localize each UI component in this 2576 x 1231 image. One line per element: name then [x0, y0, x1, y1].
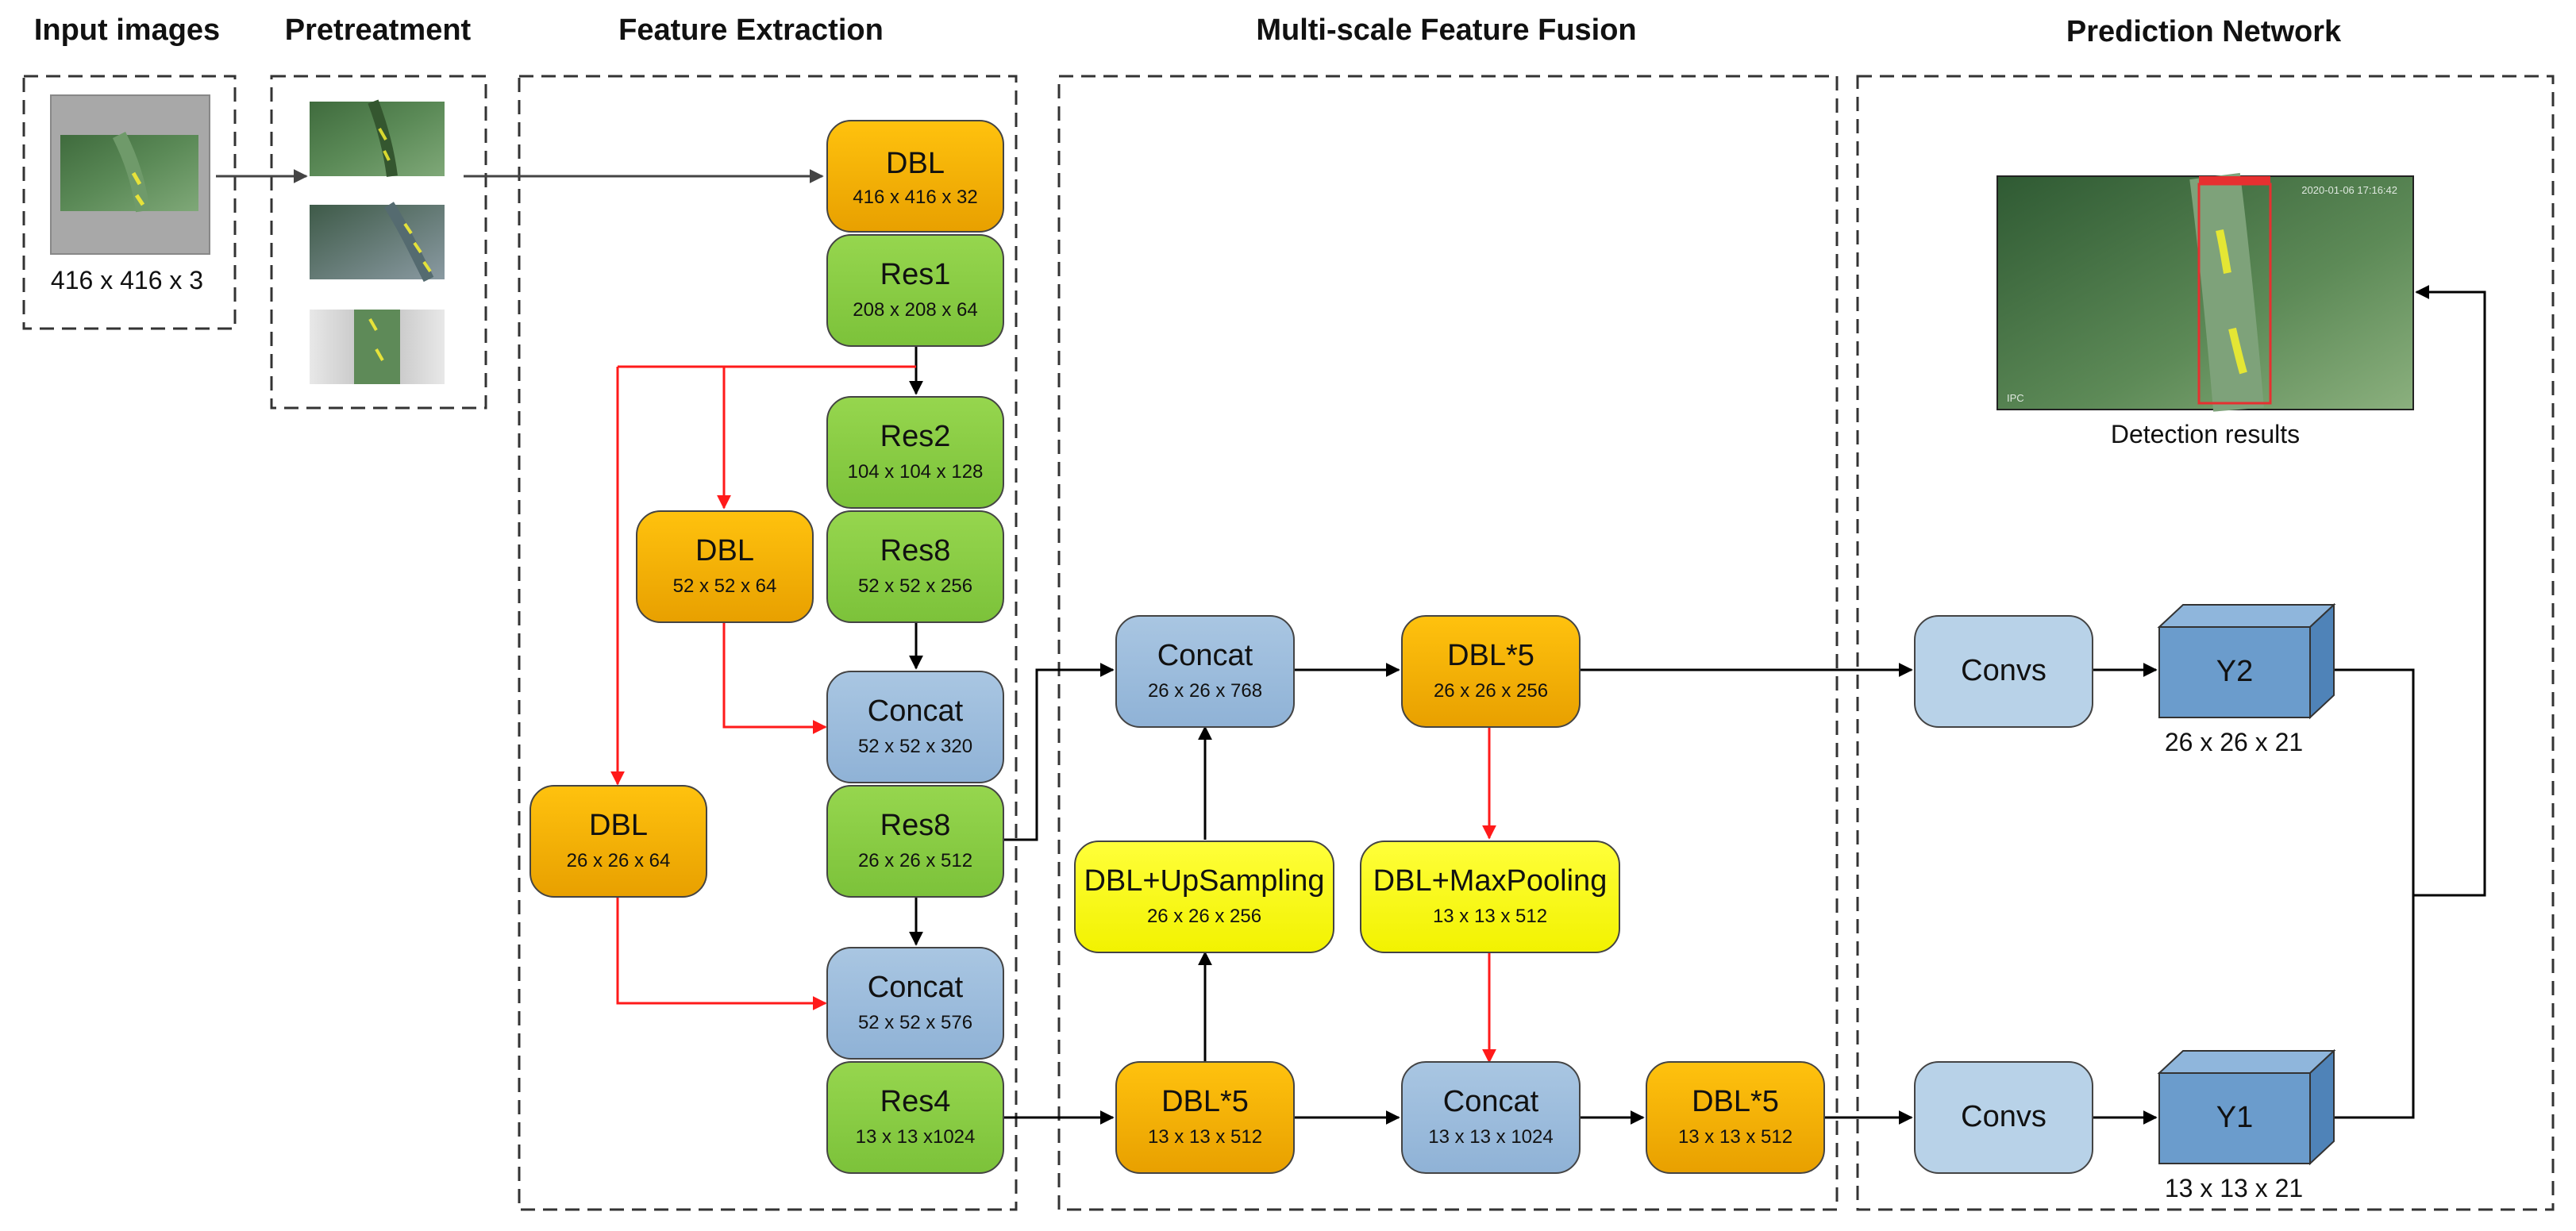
svg-text:Y1: Y1: [2216, 1101, 2253, 1134]
svg-text:DBL*5: DBL*5: [1692, 1085, 1779, 1118]
output-cube-y2: Y2: [2157, 602, 2336, 720]
svg-text:52 x 52 x 320: 52 x 52 x 320: [858, 736, 972, 757]
node-res4: Res4 13 x 13 x1024: [826, 1061, 1004, 1174]
detection-caption: Detection results: [2111, 420, 2300, 448]
fusion-frame: [1057, 75, 1839, 1211]
svg-text:13 x 13 x 1024: 13 x 13 x 1024: [1428, 1126, 1553, 1148]
svg-text:52 x 52 x 256: 52 x 52 x 256: [858, 575, 972, 597]
pretreatment-image-1: [310, 99, 445, 177]
svg-text:DBL: DBL: [589, 809, 648, 842]
pretreatment-frame: [270, 75, 487, 410]
svg-text:26 x 26 x 512: 26 x 26 x 512: [858, 850, 972, 871]
y1-dim-label: 13 x 13 x 21: [2165, 1174, 2303, 1202]
svg-text:208 x 208 x 64: 208 x 208 x 64: [853, 299, 977, 321]
pretreatment-image-2: [310, 202, 445, 283]
node-dbl5-512-a: DBL*5 13 x 13 x 512: [1115, 1061, 1295, 1174]
node-fe-dbl: DBL 416 x 416 x 32: [826, 120, 1004, 233]
y2-dim-label: 26 x 26 x 21: [2165, 728, 2303, 756]
svg-text:DBL+UpSampling: DBL+UpSampling: [1084, 864, 1324, 898]
node-res8-a: Res8 52 x 52 x 256: [826, 510, 1004, 623]
detection-result-image: 2020-01-06 17:16:42 IPC: [1996, 172, 2414, 412]
svg-text:26 x 26 x 64: 26 x 26 x 64: [567, 850, 671, 871]
node-dbl-26: DBL 26 x 26 x 64: [529, 785, 707, 898]
svg-text:13 x 13 x 512: 13 x 13 x 512: [1433, 906, 1547, 927]
connector-outputs: [2299, 668, 2415, 1119]
section-title-prediction: Prediction Network: [2066, 15, 2342, 48]
prediction-frame: [1856, 75, 2555, 1211]
svg-text:13 x 13 x 512: 13 x 13 x 512: [1148, 1126, 1262, 1148]
input-image: [50, 94, 210, 255]
node-convs-bottom: Convs: [1914, 1061, 2093, 1174]
section-title-pretreatment: Pretreatment: [285, 13, 472, 47]
arrow-res8b-to-concat768: [1003, 663, 1115, 841]
svg-text:Res4: Res4: [880, 1085, 951, 1118]
detection-corner-label: IPC: [2007, 392, 2024, 404]
svg-text:Res2: Res2: [880, 420, 951, 453]
svg-text:Concat: Concat: [1157, 639, 1253, 672]
svg-text:13 x 13 x1024: 13 x 13 x1024: [856, 1126, 976, 1148]
svg-text:Convs: Convs: [1961, 654, 2047, 687]
section-title-feature-extraction: Feature Extraction: [618, 13, 884, 47]
node-dbl-maxpooling: DBL+MaxPooling 13 x 13 x 512: [1360, 841, 1620, 953]
detection-timestamp: 2020-01-06 17:16:42: [2301, 184, 2397, 196]
node-res2: Res2 104 x 104 x 128: [826, 396, 1004, 509]
node-convs-top: Convs: [1914, 615, 2093, 728]
svg-text:DBL*5: DBL*5: [1161, 1085, 1249, 1118]
feature-extraction-frame: [518, 75, 1018, 1211]
arrow-outputs-to-detection: [2413, 285, 2486, 897]
svg-text:DBL*5: DBL*5: [1447, 639, 1534, 672]
svg-text:26 x 26 x 768: 26 x 26 x 768: [1148, 680, 1262, 702]
svg-text:Concat: Concat: [868, 971, 964, 1004]
section-title-fusion: Multi-scale Feature Fusion: [1256, 13, 1636, 47]
svg-text:13 x 13 x 512: 13 x 13 x 512: [1678, 1126, 1792, 1148]
svg-text:DBL+MaxPooling: DBL+MaxPooling: [1373, 864, 1608, 898]
red-arrow-dbl26-to-concat576: [616, 897, 827, 1010]
node-concat-1024: Concat 13 x 13 x 1024: [1401, 1061, 1581, 1174]
node-res1: Res1 208 x 208 x 64: [826, 234, 1004, 347]
svg-text:Convs: Convs: [1961, 1100, 2047, 1133]
output-cube-y1: Y1: [2157, 1048, 2336, 1166]
node-dbl5-512-b: DBL*5 13 x 13 x 512: [1646, 1061, 1825, 1174]
node-concat-320: Concat 52 x 52 x 320: [826, 671, 1004, 783]
node-concat-768: Concat 26 x 26 x 768: [1115, 615, 1295, 728]
svg-text:Concat: Concat: [868, 694, 964, 728]
section-title-input: Input images: [34, 13, 220, 47]
pretreatment-image-3: [310, 310, 445, 384]
node-dbl-52: DBL 52 x 52 x 64: [636, 510, 814, 623]
node-dbl-upsampling: DBL+UpSampling 26 x 26 x 256: [1074, 841, 1334, 953]
svg-text:104 x 104 x 128: 104 x 104 x 128: [848, 461, 984, 483]
input-size-label: 416 x 416 x 3: [51, 266, 203, 294]
input-frame: [22, 75, 237, 330]
red-arrow-dbl52-to-concat320: [722, 622, 827, 734]
node-dbl5-256: DBL*5 26 x 26 x 256: [1401, 615, 1581, 728]
svg-text:52 x 52 x 576: 52 x 52 x 576: [858, 1012, 972, 1033]
node-res8-b: Res8 26 x 26 x 512: [826, 785, 1004, 898]
svg-text:Concat: Concat: [1443, 1085, 1539, 1118]
svg-text:Res8: Res8: [880, 809, 951, 842]
svg-text:Res8: Res8: [880, 534, 951, 567]
svg-text:26 x 26 x 256: 26 x 26 x 256: [1434, 680, 1548, 702]
svg-text:DBL: DBL: [695, 534, 754, 567]
svg-text:DBL: DBL: [886, 147, 945, 180]
svg-text:416 x 416 x 32: 416 x 416 x 32: [853, 187, 977, 208]
svg-text:52 x 52 x 64: 52 x 52 x 64: [673, 575, 777, 597]
svg-text:26 x 26 x 256: 26 x 26 x 256: [1147, 906, 1261, 927]
node-concat-576: Concat 52 x 52 x 576: [826, 947, 1004, 1060]
svg-text:Res1: Res1: [880, 258, 951, 291]
svg-text:Y2: Y2: [2216, 655, 2253, 688]
